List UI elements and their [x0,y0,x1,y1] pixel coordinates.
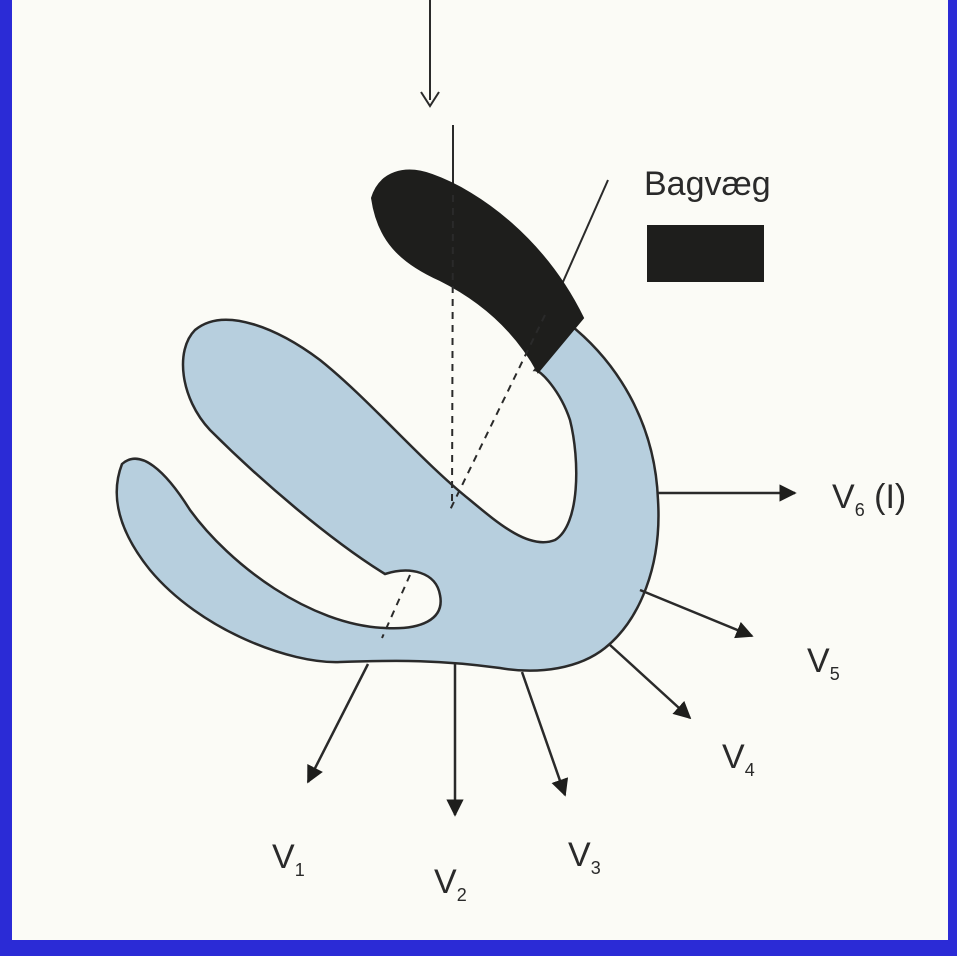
dashed-oblique-projection [449,314,546,511]
lead-label-v4: V4 [722,738,755,780]
lead-arrow-v4 [609,644,692,720]
legend-swatch [647,225,764,282]
lead-arrow-v5 [639,588,754,639]
oblique-reference-line [554,179,609,301]
posterior-wall-segment [370,169,585,374]
legend-label: Bagvæg [644,165,771,203]
lead-label-v3: V3 [568,836,601,878]
lead-label-v2: V2 [434,863,467,905]
legend: Bagvæg [644,165,771,282]
lead-label-v6: V6 (I) [832,478,906,520]
top-arrow [420,0,440,108]
lead-arrow-v1 [306,663,370,784]
lead-labels: V1 V2 V3 V4 V5 V6 (I) [272,478,906,905]
dashed-v1-projection [381,574,411,639]
lead-label-v1: V1 [272,838,305,880]
lead-arrow-v3 [520,671,569,797]
lead-arrows [306,484,797,817]
lead-label-v5: V5 [807,642,840,684]
ventricle-shape [115,318,660,672]
diagram-panel [12,0,948,940]
